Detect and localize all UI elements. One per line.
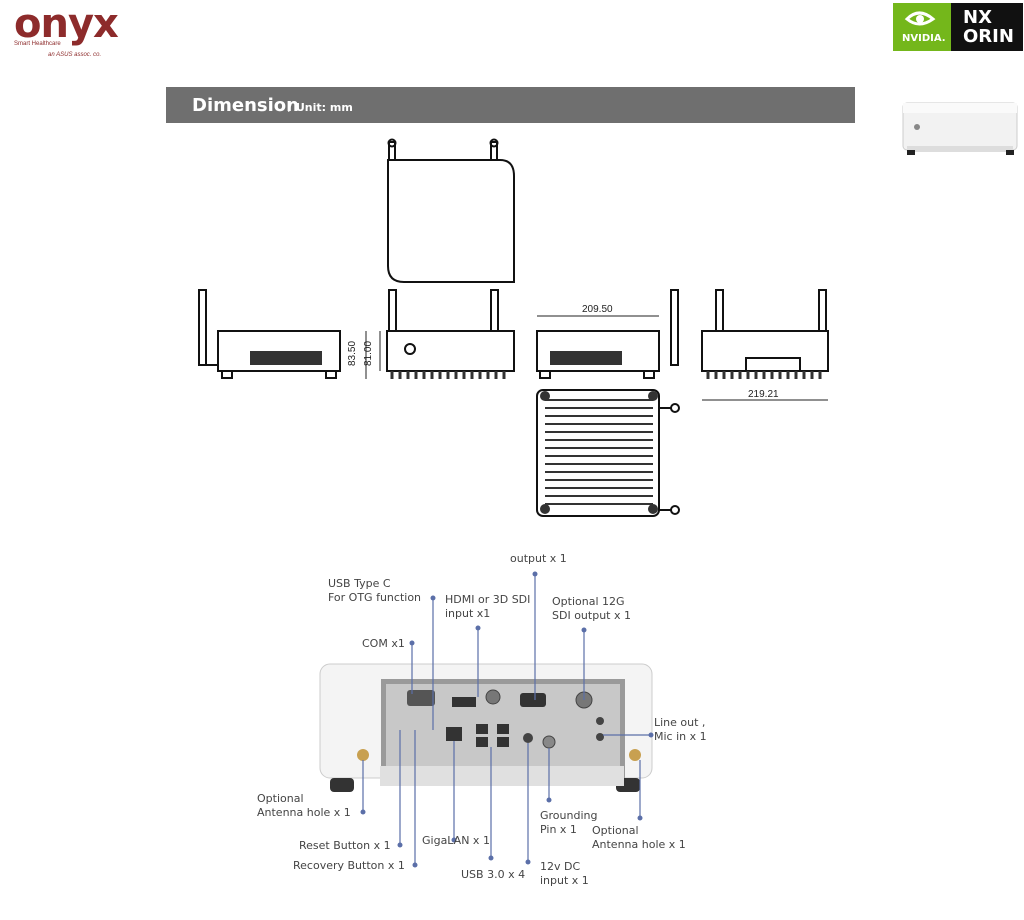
product-line2: ORIN (963, 26, 1014, 47)
label-optional-12g: Optional 12G SDI output x 1 (552, 595, 631, 622)
label-antenna-left: Optional Antenna hole x 1 (257, 792, 351, 819)
label-dc12v: 12v DC input x 1 (540, 860, 589, 887)
dim-width-bottom: 219.21 (748, 389, 779, 400)
brand-tagline: Smart Healthcare (14, 41, 61, 47)
dim-width-top: 209.50 (582, 304, 613, 315)
top-view (387, 159, 515, 283)
label-line-out: Line out , Mic in x 1 (654, 716, 707, 743)
nvidia-nx-orin-badge: NVIDIA. NX ORIN (893, 3, 1023, 51)
brand-assoc: an ASUS assoc. co. (48, 52, 102, 58)
label-usb30: USB 3.0 x 4 (461, 868, 526, 881)
dimension-banner: Dimension / Unit: mm (166, 87, 855, 123)
label-reset: Reset Button x 1 (299, 839, 391, 852)
left-view (217, 330, 341, 372)
product-name: NX ORIN (951, 3, 1023, 51)
banner-unit: / Unit: mm (288, 101, 353, 114)
nvidia-eye-icon (904, 11, 936, 26)
label-hdmi: HDMI or 3D SDI input x1 (445, 593, 531, 620)
nvidia-logo: NVIDIA. (893, 3, 951, 51)
label-gigalan: GigaLAN x 1 (422, 834, 490, 847)
label-recovery: Recovery Button x 1 (293, 859, 405, 872)
label-usb-type-c: USB Type C For OTG function (328, 577, 422, 604)
right-view (536, 330, 660, 372)
front-view (386, 330, 515, 372)
label-antenna-right: Optional Antenna hole x 1 (592, 824, 686, 851)
banner-title: Dimension (192, 95, 299, 116)
product-line1: NX (963, 7, 992, 28)
brand-name: onyx (14, 1, 119, 47)
label-output: output x 1 (510, 552, 567, 565)
nvidia-text: NVIDIA. (902, 33, 946, 44)
bottom-view (536, 389, 660, 517)
label-com: COM x1 (362, 637, 405, 650)
label-grounding: Grounding Pin x 1 (540, 809, 598, 836)
